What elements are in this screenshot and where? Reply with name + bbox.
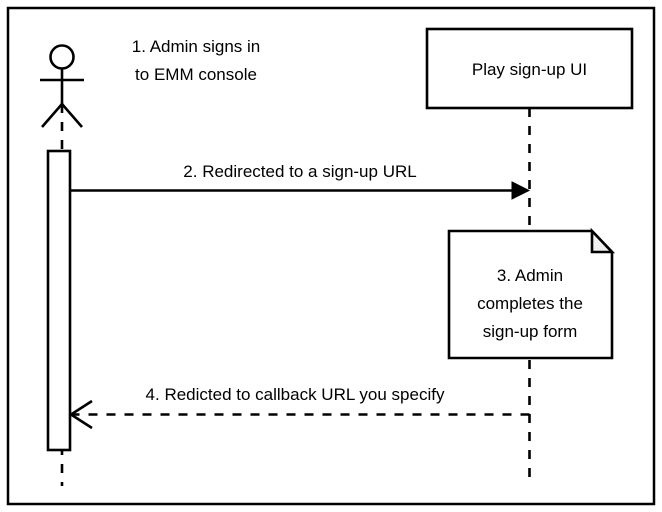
note-step3[interactable]: 3. Admin completes the sign-up form xyxy=(447,227,616,360)
actor-leg-left-icon xyxy=(41,103,63,128)
message-label-2: 2. Redirected to a sign-up URL xyxy=(183,162,416,181)
actor-leg-right-icon xyxy=(61,103,83,128)
note-line-2: completes the xyxy=(477,294,583,313)
participant-box-play-signup-ui[interactable] xyxy=(425,27,634,110)
note-line-1: 3. Admin xyxy=(497,266,563,285)
note-body-shape xyxy=(447,229,614,360)
note-line-3: sign-up form xyxy=(483,322,577,341)
message-label-4: 4. Redicted to callback URL you specify xyxy=(146,385,445,404)
actor-head-icon xyxy=(49,44,75,70)
note-fold-corner-icon xyxy=(590,227,616,254)
participant-label-play-signup-ui: Play sign-up UI xyxy=(472,60,587,79)
message-arrowhead-4-icon xyxy=(68,399,93,430)
message-arrowhead-2-icon xyxy=(511,181,531,200)
actor-admin[interactable] xyxy=(40,44,84,128)
activation-bar-admin xyxy=(46,149,72,452)
caption-step1-line1: 1. Admin signs in xyxy=(132,37,261,56)
caption-step1-line2: to EMM console xyxy=(135,65,257,84)
